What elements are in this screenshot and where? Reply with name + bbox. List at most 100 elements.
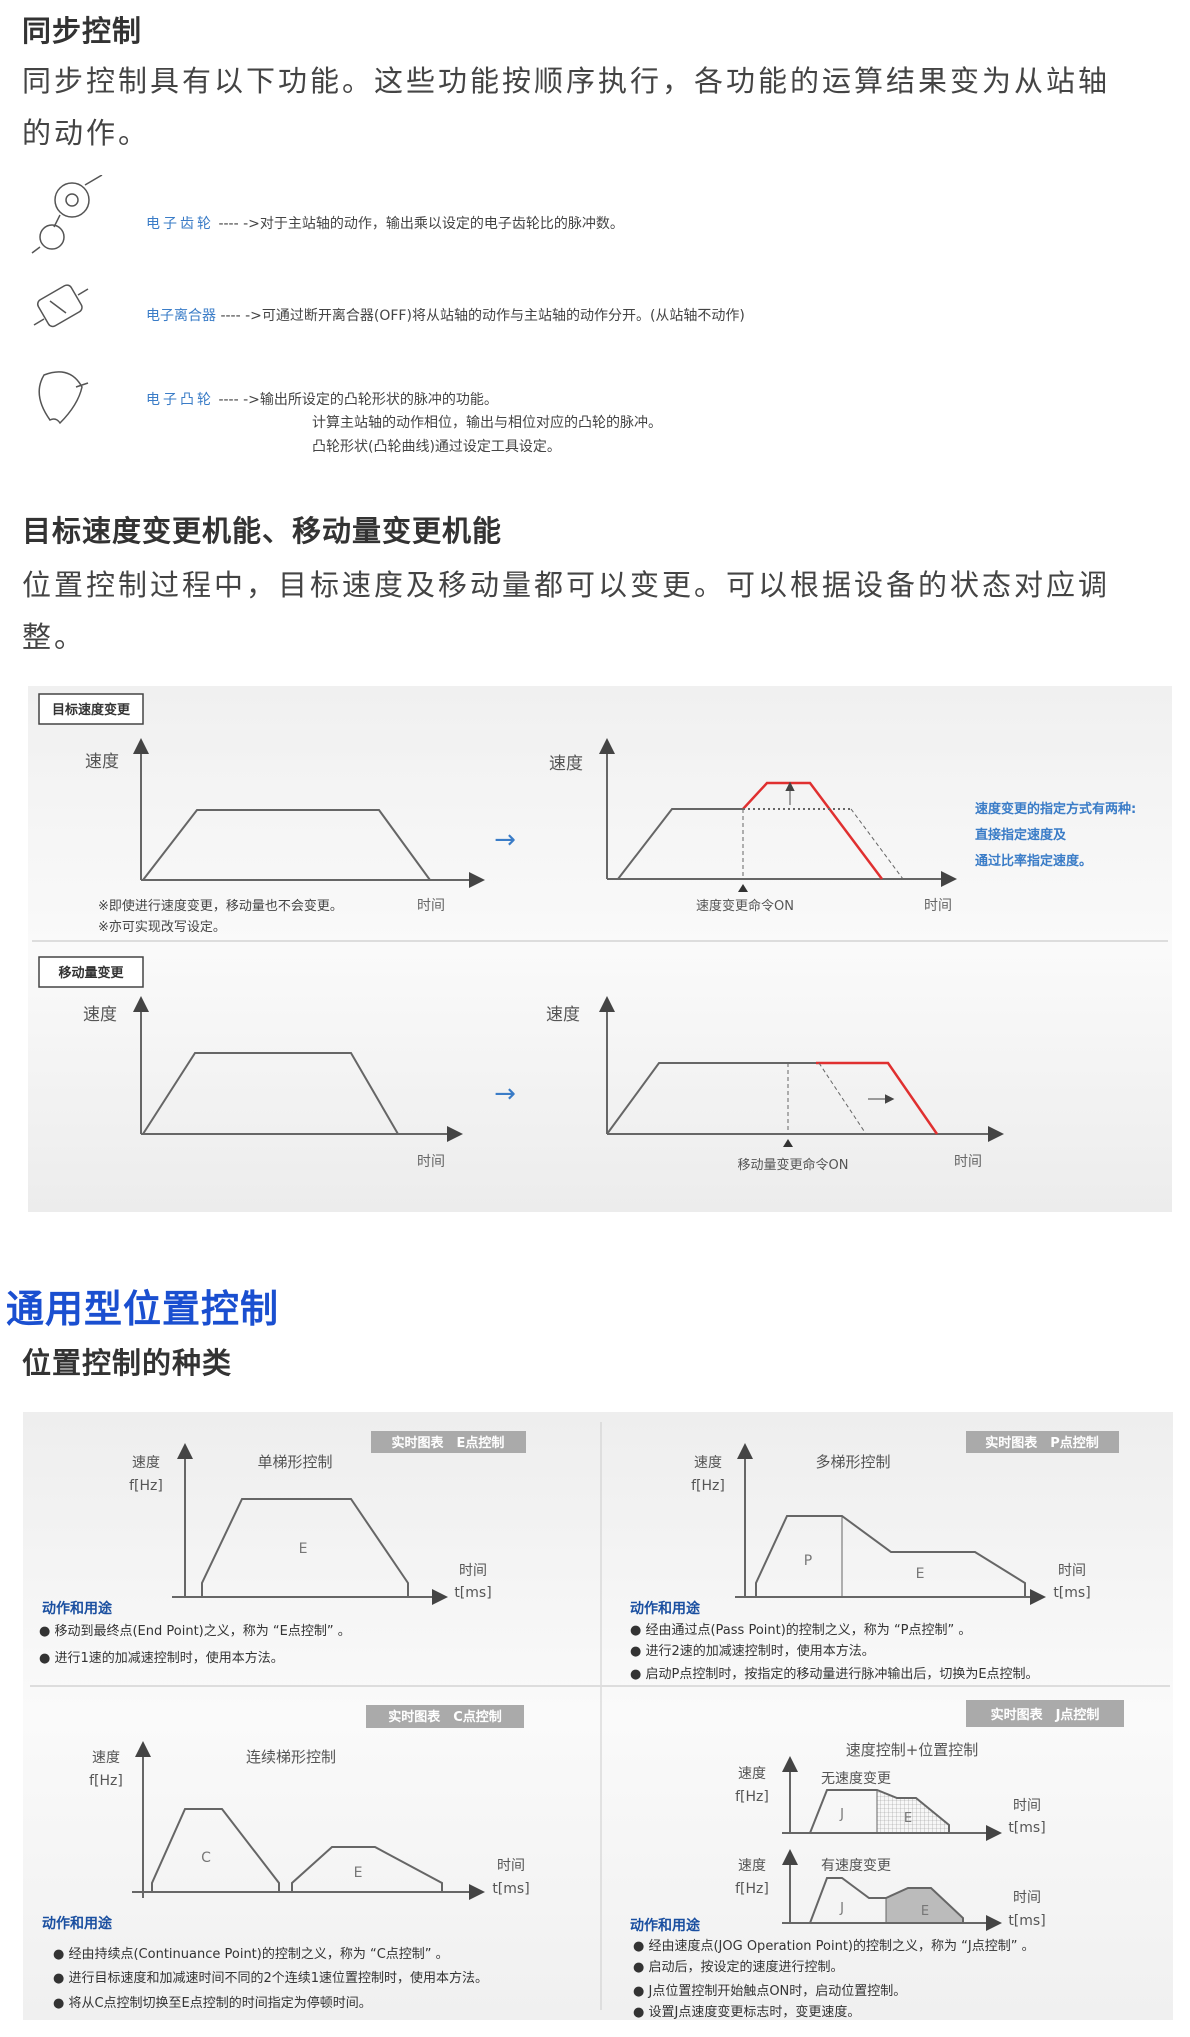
feature-desc: ---- ->输出所设定的凸轮形状的脉冲的功能。	[218, 392, 498, 408]
general-title: 通用型位置控制	[6, 1287, 280, 1331]
blue-note-line: 通过比率指定速度。	[975, 853, 1092, 869]
svg-text:时间: 时间	[497, 1858, 525, 1874]
clutch-icon	[33, 284, 89, 328]
panel-title: 多梯形控制	[815, 1453, 890, 1471]
position-control-types-diagram: 实时图表 E点控制 速度 f[Hz] 单梯形控制 E 时间 t[ms] 动作和用…	[23, 1412, 1173, 2020]
svg-text:f[Hz]: f[Hz]	[735, 1881, 769, 1897]
feature-icons	[31, 175, 103, 425]
sync-desc-line1: 同步控制具有以下功能。这些功能按顺序执行，各功能的运算结果变为从站轴	[22, 64, 1111, 98]
svg-text:● 进行1速的加减速控制时，使用本方法。: ● 进行1速的加减速控制时，使用本方法。	[39, 1650, 284, 1666]
y-axis-label: 速度	[83, 1005, 117, 1025]
svg-text:P: P	[804, 1553, 812, 1569]
svg-text:t[ms]: t[ms]	[1008, 1913, 1045, 1929]
general-subtitle: 位置控制的种类	[22, 1346, 233, 1380]
svg-text:f[Hz]: f[Hz]	[735, 1789, 769, 1805]
svg-text:C: C	[201, 1850, 211, 1866]
feature-desc: 凸轮形状(凸轮曲线)通过设定工具设定。	[312, 439, 561, 455]
svg-text:t[ms]: t[ms]	[1008, 1820, 1045, 1836]
svg-text:动作和用途: 动作和用途	[630, 1600, 701, 1617]
svg-text:E: E	[354, 1865, 363, 1881]
svg-text:● 经由速度点(JOG Operation Point)的控: ● 经由速度点(JOG Operation Point)的控制之义，称为 “J点…	[633, 1938, 1035, 1954]
svg-text:f[Hz]: f[Hz]	[89, 1773, 123, 1789]
x-axis-label: 时间	[417, 1154, 445, 1170]
feature-desc: 计算主站轴的动作相位，输出与相位对应的凸轮的脉冲。	[312, 415, 662, 431]
command-marker-icon	[783, 1139, 793, 1147]
arrow-right-icon: →	[494, 825, 516, 855]
svg-text:E: E	[921, 1904, 929, 1919]
feature-label: 电子齿轮	[146, 216, 214, 232]
gear-icon	[31, 175, 103, 254]
speed-chart-after	[599, 738, 957, 887]
arrow-right-icon: →	[494, 1079, 516, 1109]
panel-j-point: 实时图表 J点控制 速度控制+位置控制 速度 f[Hz] 无速度变更 J E 时…	[630, 1700, 1124, 2020]
svg-text:● 启动P点控制时，按指定的移动量进行脉冲输出后，切换为E点: ● 启动P点控制时，按指定的移动量进行脉冲输出后，切换为E点控制。	[630, 1666, 1039, 1682]
svg-text:速度: 速度	[132, 1455, 160, 1471]
feature-label: 电子离合器	[146, 308, 216, 324]
speed-move-change-diagram: 目标速度变更 速度 时间 ※即使进行速度变更，移动量也不会变更。 ※亦可实现改写…	[28, 686, 1172, 1212]
svg-text:速度: 速度	[738, 1766, 766, 1782]
svg-text:● 启动后，按设定的速度进行控制。: ● 启动后，按设定的速度进行控制。	[633, 1959, 844, 1975]
svg-text:● 移动到最终点(End Point)之义，称为 “E点控制: ● 移动到最终点(End Point)之义，称为 “E点控制” 。	[39, 1623, 351, 1639]
svg-text:t[ms]: t[ms]	[492, 1881, 529, 1897]
speed-chart-before	[133, 738, 485, 888]
svg-text:速度: 速度	[738, 1858, 766, 1874]
svg-text:移动量变更: 移动量变更	[58, 965, 124, 981]
y-axis-label: 速度	[85, 752, 119, 772]
panel-title: 连续梯形控制	[246, 1748, 336, 1766]
note-2: ※亦可实现改写设定。	[98, 919, 226, 935]
svg-text:时间: 时间	[459, 1563, 487, 1579]
cam-icon	[38, 371, 89, 425]
svg-text:动作和用途: 动作和用途	[630, 1917, 701, 1934]
svg-text:动作和用途: 动作和用途	[42, 1600, 113, 1617]
panel-tag: 实时图表 P点控制	[985, 1435, 1099, 1451]
command-marker-icon	[738, 884, 748, 892]
y-axis-label: 速度	[546, 1005, 580, 1025]
panel-p-point: 实时图表 P点控制 速度 f[Hz] 多梯形控制 P E 时间 t[ms] 动作…	[630, 1431, 1119, 1682]
feature-desc: ---- ->可通过断开离合器(OFF)将从站轴的动作与主站轴的动作分开。(从站…	[220, 308, 745, 324]
change-title: 目标速度变更机能、移动量变更机能	[22, 514, 503, 548]
panel-title: 速度控制+位置控制	[846, 1741, 979, 1759]
svg-text:目标速度变更: 目标速度变更	[52, 702, 131, 718]
sync-desc-line2: 的动作。	[22, 116, 151, 150]
blue-note-line: 直接指定速度及	[975, 827, 1067, 843]
move-chart-after	[599, 996, 1004, 1142]
feature-label: 电子凸轮	[146, 392, 214, 408]
feature-electronic-clutch: 电子离合器 ---- ->可通过断开离合器(OFF)将从站轴的动作与主站轴的动作…	[146, 305, 745, 325]
speed-command-label: 速度变更命令ON	[696, 898, 794, 914]
svg-text:t[ms]: t[ms]	[454, 1585, 491, 1601]
svg-text:t[ms]: t[ms]	[1053, 1585, 1090, 1601]
svg-text:时间: 时间	[1058, 1563, 1086, 1579]
svg-text:时间: 时间	[1013, 1798, 1041, 1814]
panel-title: 单梯形控制	[257, 1453, 332, 1471]
svg-text:时间: 时间	[1013, 1890, 1041, 1906]
svg-text:E: E	[904, 1811, 912, 1826]
sync-title: 同步控制	[22, 14, 143, 48]
panel-tag: 实时图表 C点控制	[388, 1709, 502, 1725]
svg-text:E: E	[299, 1541, 308, 1557]
svg-text:● 将从C点控制切换至E点控制的时间指定为停顿时间。: ● 将从C点控制切换至E点控制的时间指定为停顿时间。	[53, 1995, 372, 2011]
svg-text:E: E	[916, 1566, 925, 1582]
svg-text:无速度变更: 无速度变更	[821, 1771, 891, 1787]
speed-change-tag: 目标速度变更	[38, 693, 144, 725]
svg-text:f[Hz]: f[Hz]	[691, 1478, 725, 1494]
move-command-label: 移动量变更命令ON	[738, 1157, 849, 1173]
svg-text:● 经由通过点(Pass Point)的控制之义，称为 “P: ● 经由通过点(Pass Point)的控制之义，称为 “P点控制” 。	[630, 1622, 971, 1638]
svg-text:● 设置J点速度变更标志时，变更速度。: ● 设置J点速度变更标志时，变更速度。	[633, 2004, 860, 2020]
x-axis-label: 时间	[924, 898, 952, 914]
svg-text:动作和用途: 动作和用途	[42, 1915, 113, 1932]
svg-text:J: J	[839, 1807, 844, 1822]
svg-text:速度: 速度	[92, 1750, 120, 1766]
svg-text:f[Hz]: f[Hz]	[129, 1478, 163, 1494]
note-1: ※即使进行速度变更，移动量也不会变更。	[98, 898, 343, 914]
panel-e-point: 实时图表 E点控制 速度 f[Hz] 单梯形控制 E 时间 t[ms] 动作和用…	[39, 1431, 526, 1666]
svg-text:● 进行2速的加减速控制时，使用本方法。: ● 进行2速的加减速控制时，使用本方法。	[630, 1643, 875, 1659]
feature-electronic-gear: 电子齿轮 ---- ->对于主站轴的动作，输出乘以设定的电子齿轮比的脉冲数。	[146, 213, 624, 233]
feature-desc: ---- ->对于主站轴的动作，输出乘以设定的电子齿轮比的脉冲数。	[218, 216, 624, 232]
svg-text:速度: 速度	[694, 1455, 722, 1471]
y-axis-label: 速度	[549, 754, 583, 774]
move-chart-before	[133, 996, 463, 1142]
svg-text:● J点位置控制开始触点ON时，启动位置控制。: ● J点位置控制开始触点ON时，启动位置控制。	[633, 1984, 906, 1999]
panel-tag: 实时图表 E点控制	[392, 1435, 505, 1451]
panel-tag: 实时图表 J点控制	[991, 1707, 1100, 1723]
